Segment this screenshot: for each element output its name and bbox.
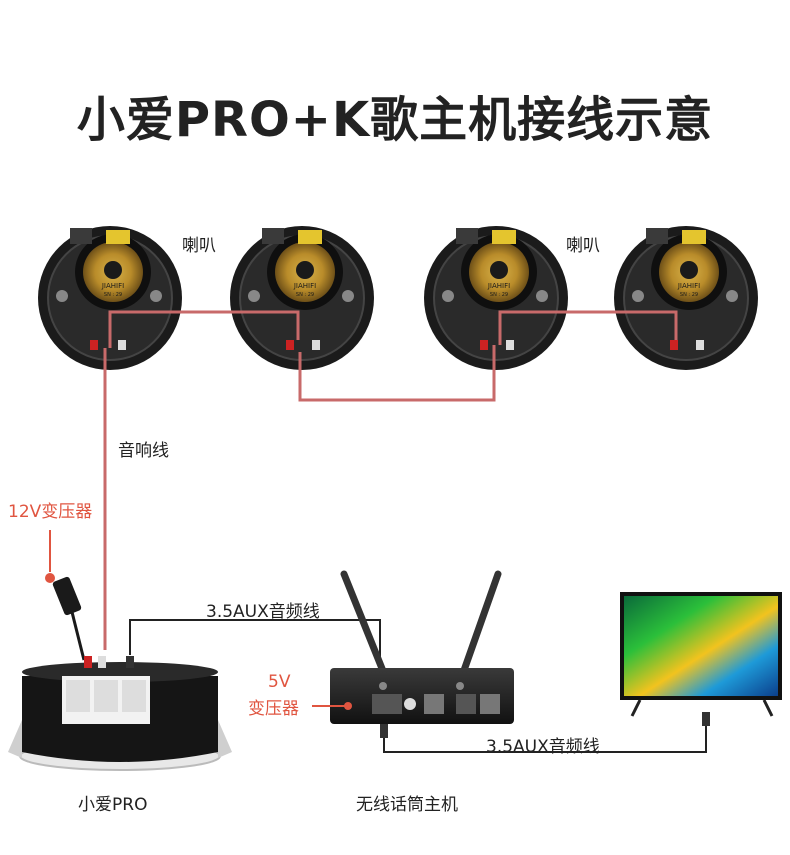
speaker-brand-text: JIAHIFI xyxy=(101,282,124,290)
transformer-5v-label-1: 5V xyxy=(268,672,291,692)
speaker-brand-text: JIAHIFI xyxy=(487,282,510,290)
diagram-title: 小爱PRO+K歌主机接线示意 xyxy=(76,92,714,148)
wireless-mic-host xyxy=(330,570,514,724)
transformer-12v-label: 12V变压器 xyxy=(8,502,93,522)
speaker-3: JIAHIFI SN : 29 xyxy=(424,226,568,370)
device-wireless-host-label: 无线话筒主机 xyxy=(356,795,458,815)
speaker-2: JIAHIFI SN : 29 xyxy=(230,226,374,370)
aux-cable-bottom xyxy=(380,712,710,753)
speaker-cable-label: 音响线 xyxy=(118,441,169,461)
speaker-label-right: 喇叭 xyxy=(566,236,600,256)
speaker-cable-network xyxy=(103,310,678,650)
speaker-4: JIAHIFI SN : 29 xyxy=(614,226,758,370)
xiaoai-pro-device xyxy=(8,656,232,771)
aux-cable-top-label: 3.5AUX音频线 xyxy=(206,602,320,622)
speaker-brand-text: JIAHIFI xyxy=(293,282,316,290)
speaker-model-text: SN : 29 xyxy=(104,292,122,298)
speaker-1: JIAHIFI SN : 29 xyxy=(38,226,182,370)
transformer-5v-label-2: 变压器 xyxy=(248,699,299,719)
device-xiaoai-label: 小爱PRO xyxy=(78,795,148,815)
aux-cable-bottom-label: 3.5AUX音频线 xyxy=(486,737,600,757)
speaker-model-text: SN : 29 xyxy=(296,292,314,298)
adapter-5v-pointer xyxy=(312,702,352,710)
speaker-model-text: SN : 29 xyxy=(490,292,508,298)
speaker-label-left: 喇叭 xyxy=(182,236,216,256)
television xyxy=(620,592,782,717)
adapter-12v-plug xyxy=(45,530,86,661)
aux-cable-top xyxy=(129,619,381,676)
speaker-brand-text: JIAHIFI xyxy=(677,282,700,290)
speaker-model-text: SN : 29 xyxy=(680,292,698,298)
